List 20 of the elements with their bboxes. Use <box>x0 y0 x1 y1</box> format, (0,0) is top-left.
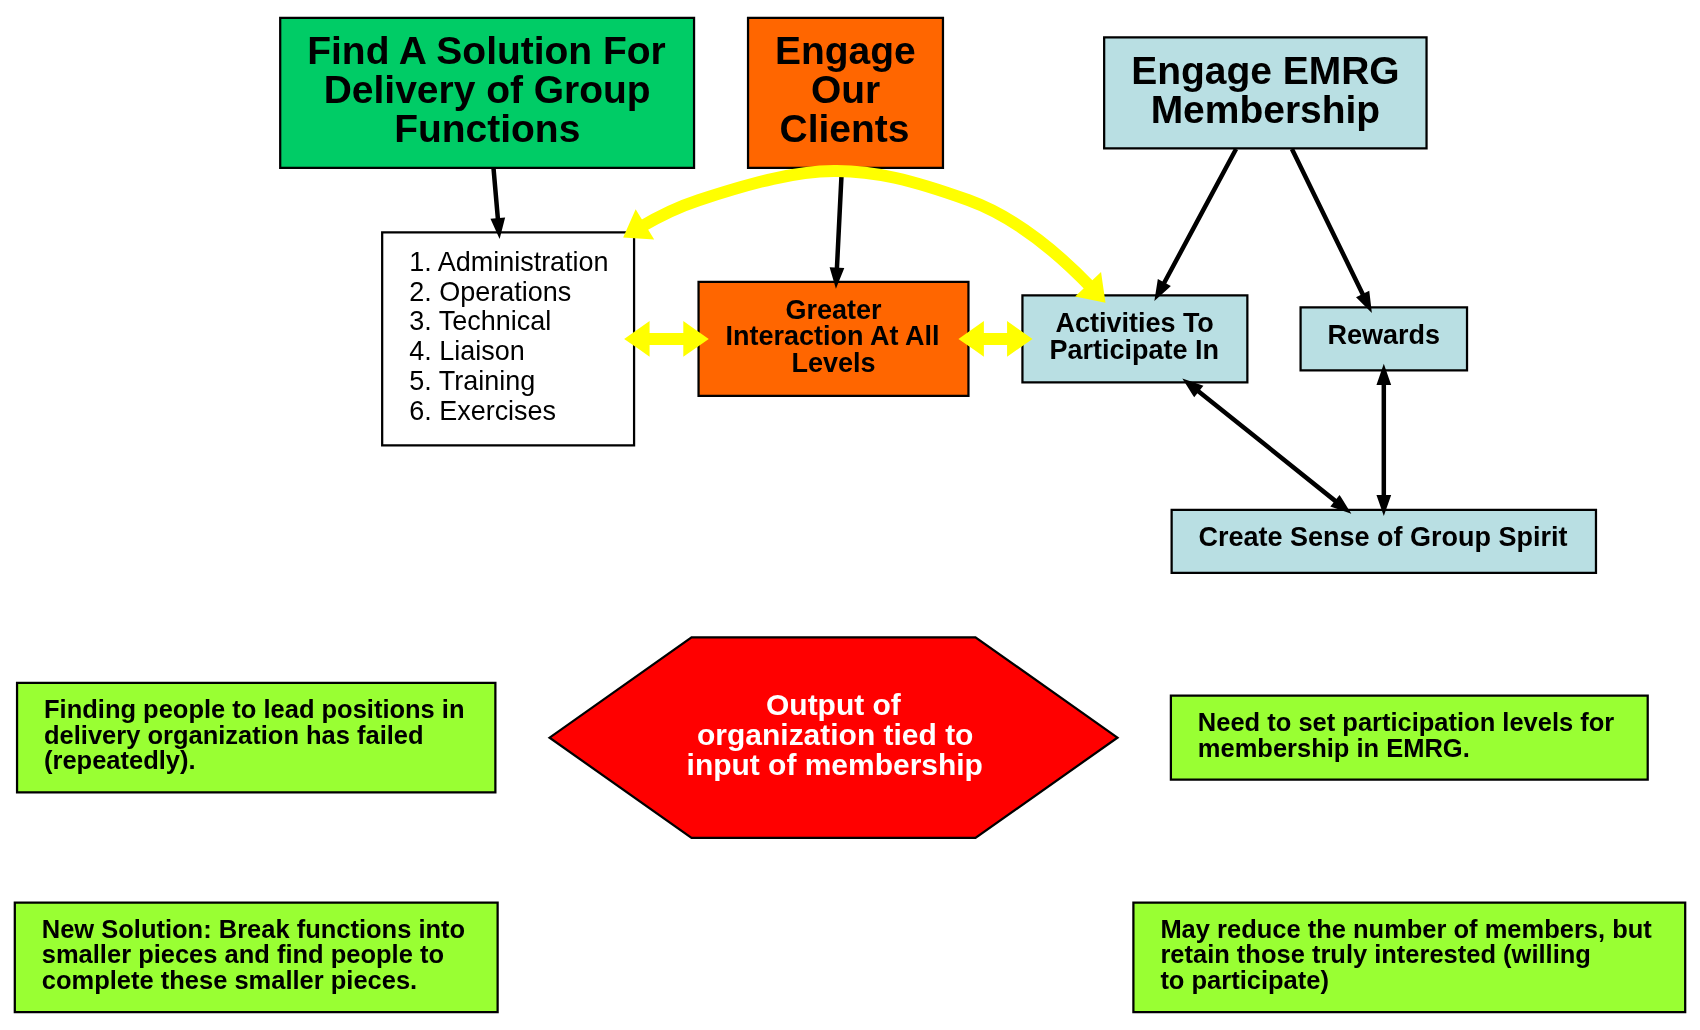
node-box: Engage Our Clients <box>746 16 945 170</box>
node-box: Greater Interaction At All Levels <box>697 280 970 397</box>
node-box: Activities To Participate In <box>1021 294 1249 384</box>
arrow <box>958 321 1033 357</box>
arrow <box>1376 363 1392 517</box>
node-box: Rewards <box>1299 306 1469 372</box>
node-box: Engage EMRG Membership <box>1103 36 1428 150</box>
arrow <box>1154 147 1239 302</box>
node-box: May reduce the number of members, but retain those truly interested (willing to participate) <box>1132 901 1687 1014</box>
arrow <box>1289 148 1372 313</box>
node-box: New Solution: Break functions into smaller pieces and find people to complete these smaller pieces. <box>13 901 499 1014</box>
node-box: Finding people to lead positions in delivery organization has failed (repeatedly). <box>15 681 497 794</box>
arrow <box>1182 378 1352 514</box>
node-box: Need to set participation levels for membership in EMRG. <box>1169 694 1649 781</box>
arrow <box>624 321 709 357</box>
node-box: 1. Administration 2. Operations 3. Technical 4. Liaison 5. Training 6. Exercises <box>381 231 636 447</box>
node-box: Create Sense of Group Spirit <box>1170 508 1598 574</box>
arrow <box>623 164 1106 303</box>
arrow <box>490 167 506 240</box>
node-box: Find A Solution For Delivery of Group Functions <box>279 16 696 170</box>
